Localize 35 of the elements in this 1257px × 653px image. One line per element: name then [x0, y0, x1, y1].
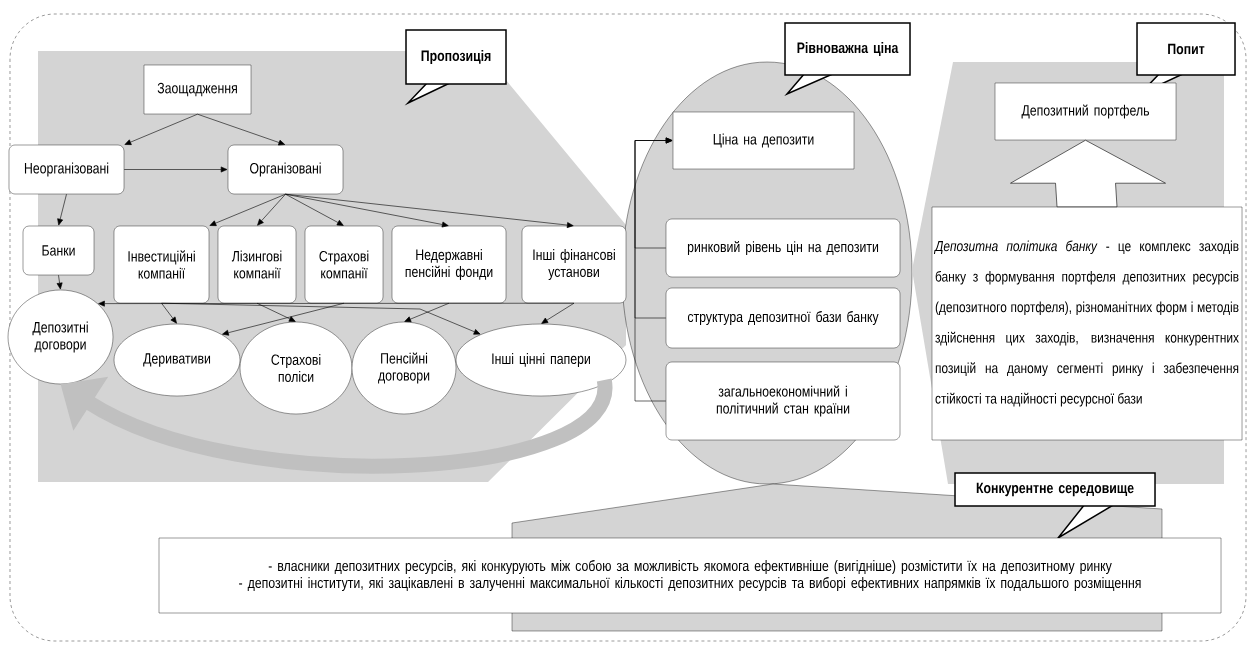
text-box: Ціна на депозити [672, 111, 855, 170]
rounded-box: Банки [22, 225, 95, 276]
definition-box: Депозитна політика банку - це комплекс заходів банку з формування портфеля депозитних ресурсів (депозитного портфеля), різноманітних форм і методів здійснення цих заходів, визначення конкурентних позицій на даному сегменті ринку і забезпечення стійкості та надійності ресурсної бази [931, 206, 1243, 441]
rounded-box: Лізингові компанії [217, 225, 297, 304]
callout: Рівноважна ціна [784, 22, 911, 96]
arrow [209, 193, 286, 226]
arrow [634, 137, 673, 402]
arrow [161, 302, 177, 324]
rounded-box: Інвестиційні компанії [113, 225, 210, 304]
arrow [285, 193, 344, 226]
arrow [197, 113, 286, 146]
arrow [222, 302, 345, 336]
callout: Пропозиція [404, 29, 507, 106]
callout: Попит [1136, 22, 1236, 97]
rounded-box: Страхові компанії [304, 225, 384, 304]
arrow [56, 274, 63, 290]
rounded-box: Недержавні пенсійні фонди [391, 225, 507, 304]
rounded-box: Неорганізовані [8, 144, 125, 195]
arrow [57, 193, 67, 226]
arrow [541, 302, 575, 324]
rounded-box: структура депозитної бази банку [665, 287, 901, 349]
rounded-box: Інші фінансові установи [521, 225, 627, 304]
arrow [285, 193, 574, 228]
arrow [124, 113, 198, 145]
rounded-box: загальноекономічний і політичний стан країни [665, 361, 901, 441]
arrow [98, 300, 575, 307]
block-arrow [1010, 139, 1166, 208]
rounded-box: Організовані [227, 144, 344, 195]
arrow [123, 166, 228, 173]
text-box: Заощадження [143, 64, 252, 115]
arrow [404, 302, 450, 322]
arrow [256, 302, 296, 322]
rounded-box: ринковий рівень цін на депозити [665, 218, 901, 278]
arrow [257, 193, 286, 226]
callout: Конкурентне середовище [954, 472, 1156, 541]
